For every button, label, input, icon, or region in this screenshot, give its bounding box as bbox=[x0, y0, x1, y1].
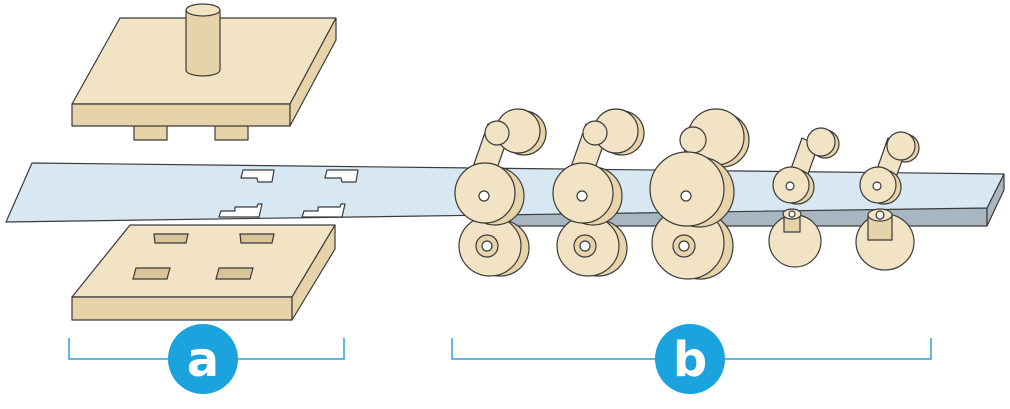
die-cavity bbox=[239, 233, 275, 244]
strip-cutout bbox=[218, 203, 263, 218]
lower-roll bbox=[458, 215, 530, 277]
lower-roll bbox=[768, 208, 822, 268]
label-badge-a bbox=[168, 324, 238, 394]
strip-cutout bbox=[301, 203, 346, 218]
label-b: b bbox=[673, 332, 707, 388]
roll-forming-mill bbox=[454, 108, 920, 280]
lower-roll bbox=[855, 208, 915, 271]
upper-roll bbox=[454, 108, 547, 226]
die-cavity bbox=[153, 233, 189, 244]
stamping-press bbox=[71, 3, 337, 321]
upper-roll bbox=[552, 108, 645, 226]
upper-roll bbox=[859, 131, 920, 205]
die-cavity bbox=[132, 267, 171, 280]
press-ram bbox=[185, 9, 221, 77]
die-cavity bbox=[215, 267, 254, 280]
label-a: a bbox=[187, 332, 219, 388]
strip-cutout bbox=[240, 169, 275, 183]
upper-roll bbox=[649, 108, 750, 228]
upper-die bbox=[71, 3, 337, 141]
bracket-a: a bbox=[68, 324, 345, 394]
strip-cutout bbox=[324, 169, 359, 183]
label-badge-b bbox=[655, 324, 725, 394]
lower-die bbox=[71, 224, 336, 321]
upper-roll bbox=[772, 127, 840, 205]
bracket-b: b bbox=[451, 324, 932, 394]
